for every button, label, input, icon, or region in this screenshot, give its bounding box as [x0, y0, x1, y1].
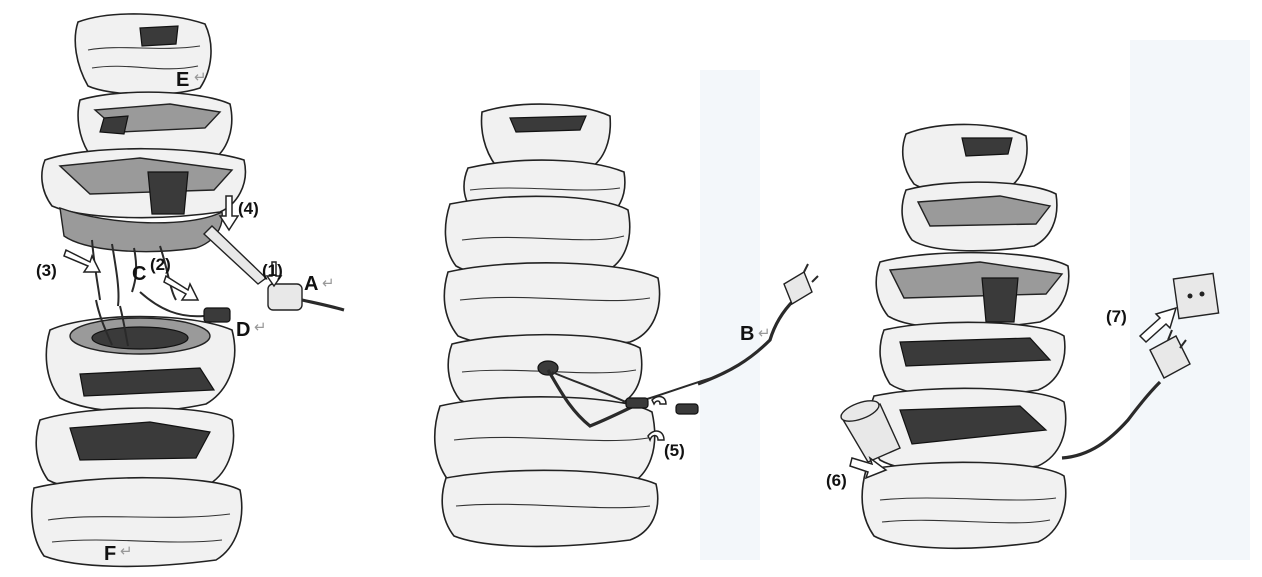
socket-hole [1199, 291, 1205, 297]
spout-channel [981, 277, 1019, 323]
arrow-step-3 [63, 248, 102, 273]
rock-crease [879, 497, 1057, 524]
socket-hole [1187, 293, 1193, 299]
lower-basin [69, 421, 211, 461]
arrow-step-5 [651, 395, 667, 406]
step-7-label: (7) [1106, 307, 1127, 326]
return-mark: ↵ [194, 68, 207, 86]
rock-crease [87, 45, 201, 70]
power-cord [697, 298, 796, 386]
top-tier-rock [74, 13, 212, 96]
inline-connector [625, 397, 649, 409]
step-2-label: (2) [150, 255, 171, 274]
arrow-step-5 [647, 430, 665, 442]
arrow-step-7 [1138, 306, 1178, 344]
plug-prongs [803, 263, 819, 283]
background-haze [700, 70, 760, 560]
plug-b [783, 270, 813, 306]
arrow-step-1 [265, 261, 283, 288]
base-rock [30, 476, 243, 568]
label-b: B [740, 323, 754, 345]
label-d: D [236, 319, 250, 341]
wall-socket [1172, 272, 1220, 320]
fourth-basin [899, 337, 1052, 367]
rock-crease [47, 513, 231, 543]
label-f: F [104, 543, 116, 565]
arrow-step-4 [218, 195, 240, 232]
step-5-label: (5) [664, 441, 685, 460]
hanging-wires [91, 239, 177, 307]
return-mark: ↵ [254, 318, 267, 336]
arrow-step-6 [849, 455, 888, 480]
second-tier-shelf [916, 195, 1052, 227]
step-1-label: (1) [262, 261, 283, 280]
top-basin [961, 137, 1013, 157]
inline-connector [675, 403, 699, 415]
power-cord [1061, 380, 1162, 460]
label-e: E [176, 69, 189, 91]
third-tier-shelf [58, 157, 234, 195]
arrow-step-2 [163, 274, 200, 301]
wire-to-connector [139, 291, 205, 318]
third-tier-shelf [888, 261, 1064, 299]
return-mark: ↵ [322, 274, 335, 292]
base-rock [441, 469, 659, 548]
label-c: C [132, 263, 146, 285]
top-basin [139, 25, 179, 47]
pump-cord [301, 298, 345, 312]
cup-mouth [840, 400, 880, 422]
panel-2-assembled-fountain: B ↵ (5) [433, 103, 819, 548]
lower-rock [443, 262, 661, 350]
panel-1-exploded-fountain: E ↵ (4) (3) C (2) (1) A ↵ D ↵ F ↵ [30, 13, 345, 568]
pump [267, 283, 303, 311]
wires-into-bowl [95, 299, 129, 347]
spout-channel [147, 171, 189, 215]
step-3-label: (3) [36, 261, 57, 280]
return-mark: ↵ [758, 324, 771, 342]
return-mark: ↵ [120, 542, 133, 560]
pump-tube [202, 225, 268, 285]
bowl-opening [91, 326, 189, 350]
panel-3-finished-fountain: (7) (6) [826, 123, 1220, 550]
connector-d [203, 307, 231, 323]
step-4-label: (4) [238, 199, 259, 218]
bowl-basin [899, 405, 1048, 445]
base-rock [861, 461, 1067, 550]
plug-prongs [1167, 329, 1187, 349]
label-a: A [304, 273, 318, 295]
step-6-label: (6) [826, 471, 847, 490]
top-basin [509, 115, 587, 133]
bowl-shelf-shadow [79, 367, 216, 397]
second-basin [99, 115, 129, 135]
